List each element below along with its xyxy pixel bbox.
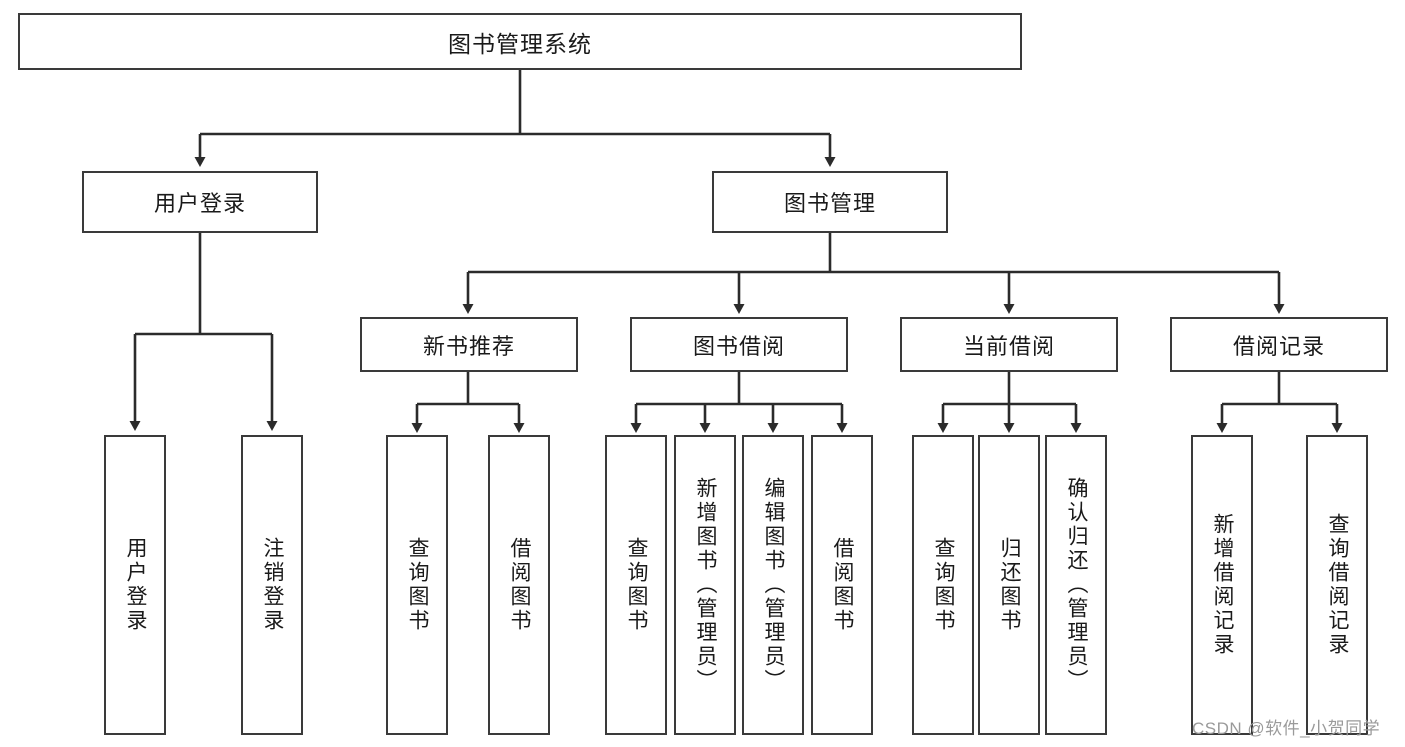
node-book-borrow-label: 图书借阅: [692, 333, 785, 359]
leaf-query-record-label: 查询借阅记录: [1326, 513, 1350, 657]
node-book-management-label: 图书管理: [783, 191, 876, 216]
node-user-login-label: 用户登录: [153, 191, 246, 216]
node-new-book-recommend-label: 新书推荐: [422, 333, 515, 359]
node-current-borrow-label: 当前借阅: [962, 333, 1055, 359]
leaf-add-book-label: 新增图书（管理员）: [694, 477, 718, 693]
leaf-edit-book-label: 编辑图书（管理员）: [762, 477, 786, 693]
node-book-borrow[interactable]: 图书借阅: [630, 317, 848, 372]
leaf-user-login[interactable]: 用户登录: [104, 435, 166, 735]
node-borrow-record-label: 借阅记录: [1232, 333, 1325, 359]
leaf-add-record[interactable]: 新增借阅记录: [1191, 435, 1253, 735]
node-current-borrow[interactable]: 当前借阅: [900, 317, 1118, 372]
leaf-query-record[interactable]: 查询借阅记录: [1306, 435, 1368, 735]
leaf-borrow-book-2[interactable]: 借阅图书: [811, 435, 873, 735]
leaf-logout-label: 注销登录: [261, 537, 285, 633]
leaf-add-book[interactable]: 新增图书（管理员）: [674, 435, 736, 735]
leaf-query-book-2[interactable]: 查询图书: [605, 435, 667, 735]
leaf-query-book-1[interactable]: 查询图书: [386, 435, 448, 735]
leaf-query-book-3[interactable]: 查询图书: [912, 435, 974, 735]
leaf-return-book-label: 归还图书: [998, 537, 1022, 633]
leaf-user-login-label: 用户登录: [124, 537, 148, 633]
leaf-confirm-return[interactable]: 确认归还（管理员）: [1045, 435, 1107, 735]
leaf-query-book-2-label: 查询图书: [625, 537, 649, 633]
leaf-borrow-book-1[interactable]: 借阅图书: [488, 435, 550, 735]
leaf-borrow-book-1-label: 借阅图书: [508, 537, 532, 633]
leaf-confirm-return-label: 确认归还（管理员）: [1065, 477, 1089, 693]
leaf-query-book-3-label: 查询图书: [932, 537, 956, 633]
leaf-add-record-label: 新增借阅记录: [1211, 513, 1235, 657]
node-borrow-record[interactable]: 借阅记录: [1170, 317, 1388, 372]
watermark-text: CSDN @软件_小贺同学: [1192, 719, 1381, 738]
node-user-login[interactable]: 用户登录: [82, 171, 318, 233]
leaf-logout[interactable]: 注销登录: [241, 435, 303, 735]
node-book-management[interactable]: 图书管理: [712, 171, 948, 233]
leaf-borrow-book-2-label: 借阅图书: [831, 537, 855, 633]
leaf-return-book[interactable]: 归还图书: [978, 435, 1040, 735]
node-new-book-recommend[interactable]: 新书推荐: [360, 317, 578, 372]
leaf-query-book-1-label: 查询图书: [406, 537, 430, 633]
leaf-edit-book[interactable]: 编辑图书（管理员）: [742, 435, 804, 735]
node-root-label: 图书管理系统: [448, 30, 592, 57]
node-root[interactable]: 图书管理系统: [18, 13, 1022, 70]
